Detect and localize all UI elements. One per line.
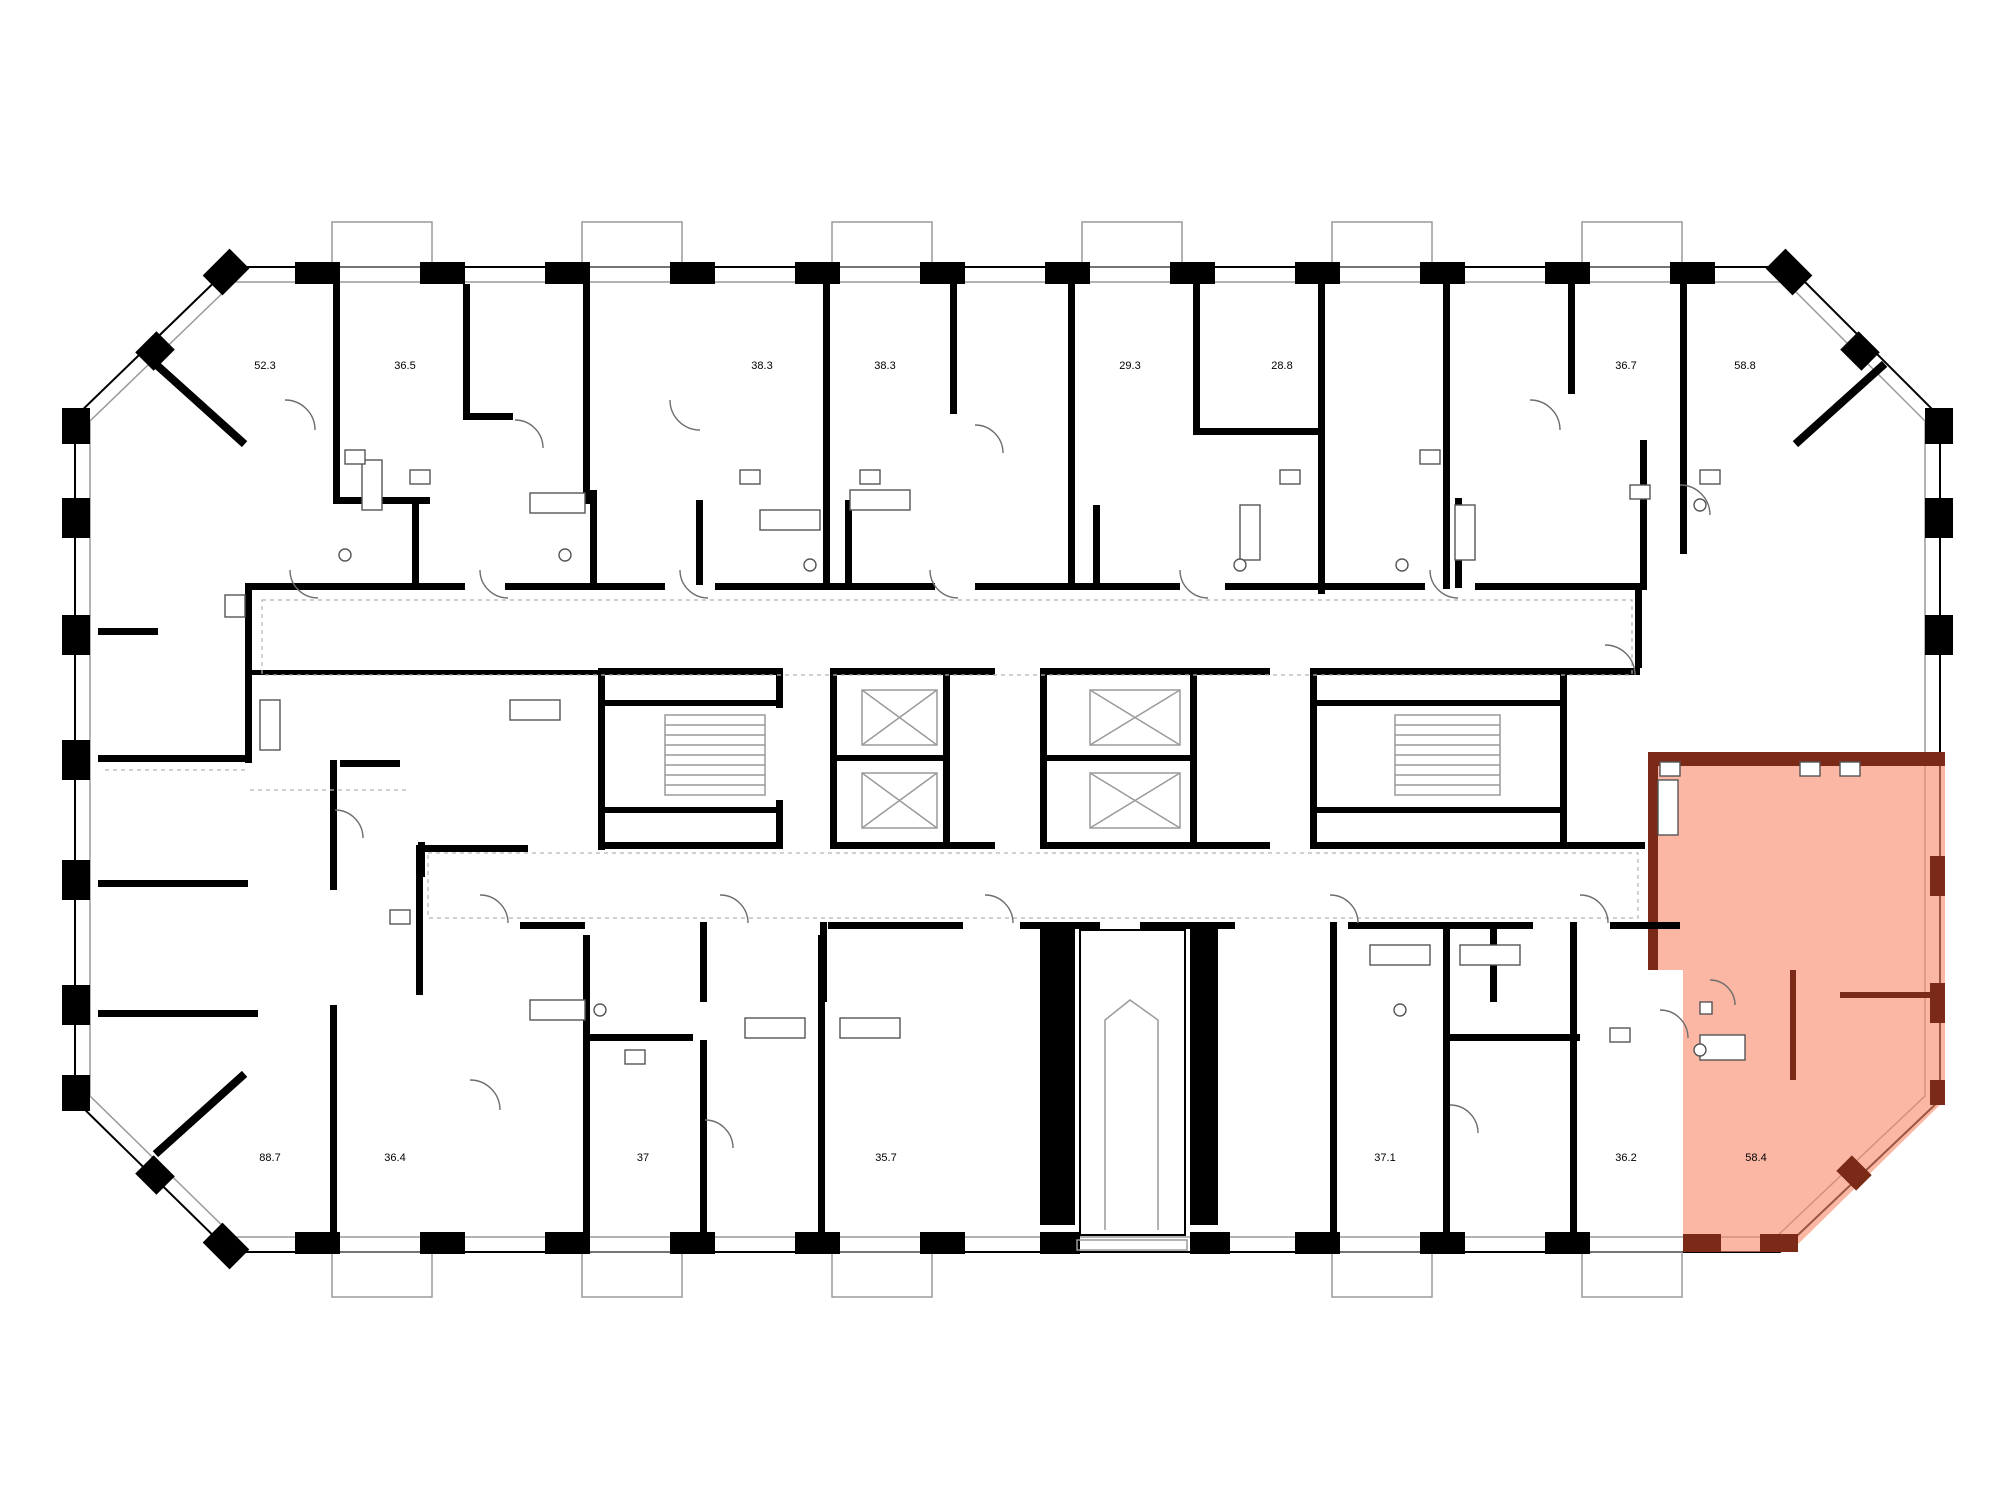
central-shaft [1076, 929, 1188, 1251]
area-label-36-4: 36.4 [384, 1152, 405, 1164]
corridor-guides [105, 599, 1639, 919]
area-label-36-5: 36.5 [394, 360, 415, 372]
balconies-bottom [331, 1251, 1683, 1298]
area-label-36-7: 36.7 [1615, 360, 1636, 372]
corner-pillars [62, 248, 1953, 1270]
area-label-58-4[interactable]: 58.4 [1745, 1152, 1766, 1164]
area-label-38-3-b: 38.3 [874, 360, 895, 372]
corridor-walls [98, 583, 1642, 1017]
area-label-29-3: 29.3 [1119, 360, 1140, 372]
area-label-35-7: 35.7 [875, 1152, 896, 1164]
facade-piers [62, 262, 1953, 1254]
building-core [598, 668, 1645, 849]
area-label-28-8: 28.8 [1271, 360, 1292, 372]
highlighted-apartment[interactable] [1648, 752, 1945, 1252]
partitions-top [333, 284, 1687, 594]
area-label-37: 37 [637, 1152, 649, 1164]
area-labels: 52.3 36.5 38.3 38.3 29.3 28.8 36.7 58.8 … [254, 360, 1766, 1164]
area-label-58-8: 58.8 [1734, 360, 1755, 372]
diagonal-walls [152, 360, 1888, 1158]
bath-fixtures [224, 449, 1861, 1065]
area-label-36-2: 36.2 [1615, 1152, 1636, 1164]
doors [284, 399, 1736, 1149]
area-label-37-1: 37.1 [1374, 1152, 1395, 1164]
partitions-bottom [330, 842, 1680, 1237]
area-label-52-3: 52.3 [254, 360, 275, 372]
area-label-38-3-a: 38.3 [751, 360, 772, 372]
balconies-top [331, 221, 1683, 268]
area-label-88-7: 88.7 [259, 1152, 280, 1164]
